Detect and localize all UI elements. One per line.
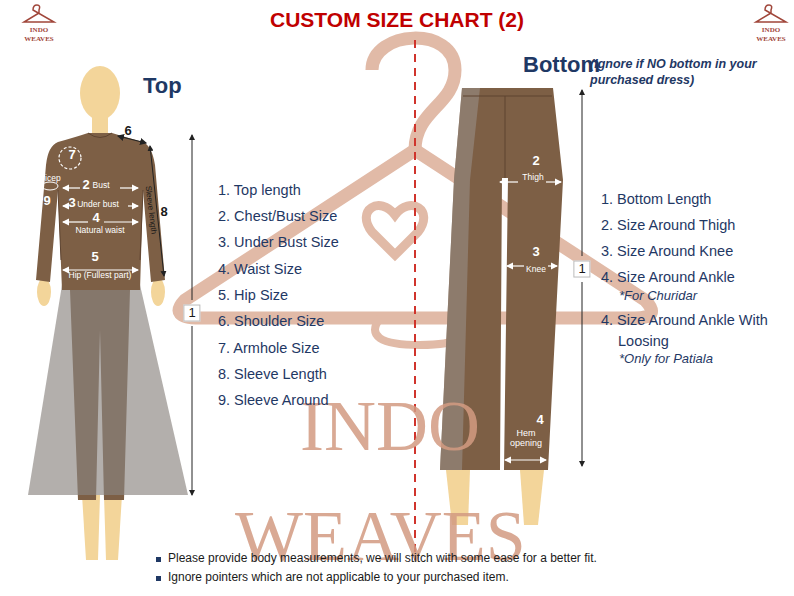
logo-text: INDO	[762, 26, 780, 34]
list-item: 1. Bottom Length	[601, 191, 711, 208]
logo-text: WEAVES	[756, 35, 785, 43]
callout-number: 2	[82, 178, 89, 193]
list-item: 5. Hip Size	[218, 287, 288, 304]
callout-number: 3	[68, 196, 75, 211]
divider	[414, 40, 416, 560]
callout-number: 4	[92, 211, 99, 226]
list-item: 3. Size Around Knee	[601, 243, 733, 260]
section-note: (Ignore if NO bottom in your purchased d…	[590, 57, 790, 88]
part-name: Under bust	[77, 200, 119, 210]
callout-number: 2	[532, 154, 539, 169]
list-item: 1. Top length	[218, 182, 301, 199]
list-item: 3. Under Bust Size	[218, 234, 339, 251]
list-item: 9. Sleeve Around	[218, 392, 328, 409]
callout-number: 9	[43, 194, 50, 209]
section-heading: Bottom	[523, 52, 600, 77]
callout-number: 6	[124, 124, 131, 139]
part-name: Hem opening	[504, 428, 548, 449]
part-name: Natural waist	[75, 226, 124, 236]
figure-top	[28, 66, 192, 560]
part-name: Knee	[526, 265, 546, 275]
callout-number: 1	[183, 305, 200, 322]
chart-title: CUSTOM SIZE CHART (2)	[270, 8, 524, 32]
footer-note: Ignore pointers which are not applicable…	[168, 571, 509, 585]
callout-number: 5	[91, 250, 98, 265]
list-item: 2. Size Around Thigh	[601, 217, 735, 234]
callout-number: 3	[532, 245, 539, 260]
section-heading: Top	[143, 73, 182, 98]
part-name: Hip (Fullest part)	[69, 271, 132, 281]
list-item: 2. Chest/Bust Size	[218, 208, 337, 225]
footer-note: Please provide body measurements, we wil…	[168, 552, 597, 566]
note: *For Churidar	[619, 289, 697, 304]
list-item: 7. Armhole Size	[218, 340, 320, 357]
list-item: 4. Waist Size	[218, 261, 302, 278]
part-name: Bust	[92, 181, 109, 191]
list-item: 8. Sleeve Length	[218, 366, 327, 383]
watermark: WEAVES	[235, 495, 526, 578]
note: *Only for Patiala	[619, 352, 713, 367]
logo-text: WEAVES	[24, 35, 53, 43]
part-name: Bicep	[39, 174, 60, 184]
callout-number: 8	[160, 205, 167, 220]
bullet	[156, 576, 161, 581]
bullet	[156, 557, 161, 562]
list-item: 6. Shoulder Size	[218, 313, 324, 330]
list-item: 4. Size Around Ankle With Loosing	[601, 310, 768, 352]
list-item: 4. Size Around Ankle	[601, 269, 735, 286]
callout-number: 1	[573, 261, 590, 278]
callout-number: 7	[68, 148, 75, 163]
callout-number: 4	[536, 413, 543, 428]
part-name: Thigh	[522, 173, 543, 183]
logo-text: INDO	[30, 26, 48, 34]
